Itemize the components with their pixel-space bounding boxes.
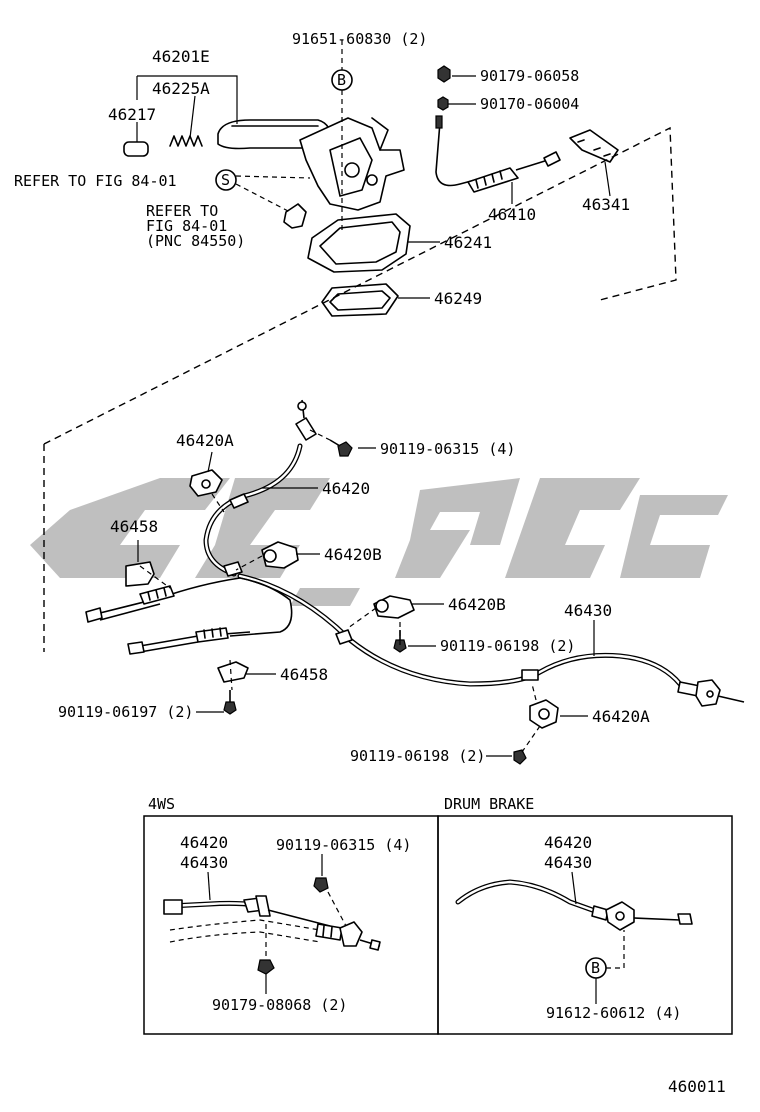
label-refer-2b: FIG 84-01 [146, 217, 227, 235]
labels: 46201E 46225A 46217 91651-60830 (2) B 90… [14, 30, 726, 1096]
label-46241: 46241 [444, 233, 492, 252]
label-46410: 46410 [488, 205, 536, 224]
label-4ws-90119: 90119-06315 (4) [276, 836, 411, 854]
label-refer-2a: REFER TO [146, 202, 218, 220]
nut-90170-06004 [437, 96, 449, 111]
middle-leaders [137, 447, 595, 757]
cable-46420 [203, 399, 317, 577]
watermark [30, 478, 728, 606]
label-90179-06058: 90179-06058 [480, 67, 579, 85]
top-leaders [136, 75, 611, 299]
label-90170-06004: 90170-06004 [480, 95, 579, 113]
box-drum-brake [437, 815, 733, 1035]
equalizer-46341 [569, 129, 619, 163]
label-4ws-46430: 46430 [180, 853, 228, 872]
label-91651-60830: 91651-60830 (2) [292, 30, 427, 48]
label-46420A-top: 46420A [176, 431, 234, 450]
middle-clamps [125, 469, 559, 729]
label-90119-06197: 90119-06197 (2) [58, 703, 193, 721]
label-46420: 46420 [322, 479, 370, 498]
page-code: 460011 [668, 1077, 726, 1096]
label-circle-b-top: B [337, 71, 346, 89]
middle-bolts [223, 439, 527, 765]
label-46458-top: 46458 [110, 517, 158, 536]
label-section-4ws: 4WS [148, 795, 175, 813]
label-46217: 46217 [108, 105, 156, 124]
label-refer-2c: (PNC 84550) [146, 232, 245, 250]
lever-assembly [123, 117, 411, 317]
button-46217 [123, 141, 149, 157]
grommet-46458-top [125, 561, 155, 587]
bolt-90119-06197 [223, 701, 237, 715]
top-fasteners [437, 65, 451, 111]
middle-dash-lines [139, 429, 541, 753]
bolt-90119-06315 [337, 441, 353, 457]
spring-46225A [169, 135, 203, 147]
nut-90179-06058 [437, 65, 451, 83]
label-section-drum-brake: DRUM BRAKE [444, 795, 534, 813]
variant-boxes [143, 815, 733, 1035]
label-46458-bot: 46458 [280, 665, 328, 684]
label-circle-b-drum: B [591, 959, 600, 977]
drum-brake-content [455, 871, 693, 1004]
cable-46430 [237, 573, 745, 707]
4ws-content [163, 854, 381, 994]
nut-4ws-90179 [257, 959, 275, 975]
switch [283, 203, 307, 229]
front-cables [85, 577, 293, 655]
label-drum-46430: 46430 [544, 853, 592, 872]
label-46430: 46430 [564, 601, 612, 620]
label-46225A: 46225A [152, 79, 210, 98]
label-46341: 46341 [582, 195, 630, 214]
bolt-90119-06198-1 [393, 639, 407, 653]
label-4ws-46420: 46420 [180, 833, 228, 852]
bolt-90119-06198-2 [513, 749, 527, 765]
bolt-4ws-90119 [313, 877, 329, 893]
boot-46249 [321, 283, 399, 317]
label-90119-06198-1: 90119-06198 (2) [440, 637, 575, 655]
label-46420A-bot: 46420A [592, 707, 650, 726]
top-reference-marks [43, 40, 677, 652]
label-46420B-2: 46420B [448, 595, 506, 614]
circle-s [215, 169, 237, 191]
label-46201E: 46201E [152, 47, 210, 66]
label-drum-91612: 91612-60612 (4) [546, 1004, 681, 1022]
cable-46410 [435, 115, 561, 193]
dashed-group-boundary [43, 126, 677, 652]
label-90119-06315: 90119-06315 (4) [380, 440, 515, 458]
label-46249: 46249 [434, 289, 482, 308]
label-46420B-1: 46420B [324, 545, 382, 564]
label-circle-s: S [221, 171, 230, 189]
label-4ws-90179: 90179-08068 (2) [212, 996, 347, 1014]
label-drum-46420: 46420 [544, 833, 592, 852]
grommet-46458-bot [217, 661, 249, 683]
label-refer-1: REFER TO FIG 84-01 [14, 172, 177, 190]
label-90119-06198-2: 90119-06198 (2) [350, 747, 485, 765]
